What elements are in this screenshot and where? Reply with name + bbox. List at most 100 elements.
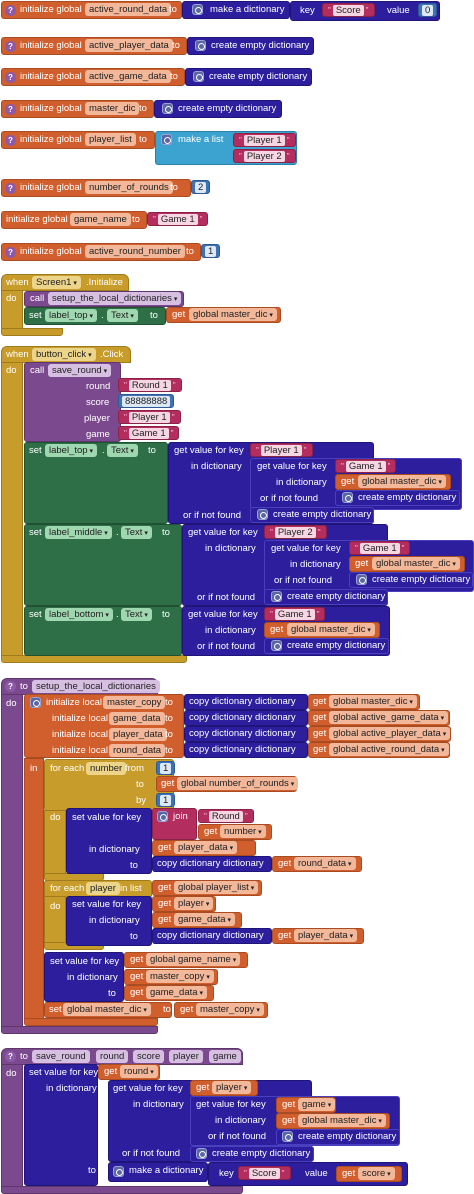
- property-dropdown[interactable]: Text: [121, 526, 152, 539]
- variable-dropdown[interactable]: global active_round_data: [329, 743, 449, 756]
- variable-name-field[interactable]: player_list: [85, 133, 136, 146]
- variable-dropdown[interactable]: player_data: [294, 929, 358, 942]
- variable-dropdown[interactable]: global master_dic: [358, 475, 446, 488]
- variable-dropdown[interactable]: global active_player_data: [329, 727, 451, 740]
- mutator-gear-icon[interactable]: [113, 1166, 124, 1177]
- component-dropdown[interactable]: label_bottom: [45, 608, 113, 621]
- key-text[interactable]: "Game 1": [349, 541, 411, 555]
- mutator-gear-icon[interactable]: [193, 71, 204, 82]
- mutator-gear-icon[interactable]: [282, 1131, 293, 1142]
- variable-dropdown[interactable]: global master_dic: [63, 1003, 151, 1016]
- mutator-gear-icon[interactable]: [271, 640, 282, 651]
- variable-name-field[interactable]: number_of_rounds: [85, 181, 173, 194]
- procedure-dropdown[interactable]: setup_the_local_dictionaries: [48, 292, 182, 305]
- variable-dropdown[interactable]: global player_list: [174, 881, 259, 894]
- property-dropdown[interactable]: Text: [121, 608, 152, 621]
- variable-dropdown[interactable]: master_copy: [146, 970, 214, 983]
- variable-name-field[interactable]: active_game_data: [85, 70, 171, 83]
- procedure-name-field[interactable]: setup_the_local_dictionaries: [32, 680, 160, 693]
- key-text[interactable]: "Score": [238, 1166, 291, 1180]
- comment-icon[interactable]: [5, 1051, 16, 1062]
- mutator-gear-icon[interactable]: [342, 492, 353, 503]
- comment-icon[interactable]: [5, 681, 16, 692]
- local-var-name-field[interactable]: master_copy: [103, 696, 166, 709]
- variable-name-field[interactable]: active_round_number: [85, 245, 185, 258]
- variable-dropdown[interactable]: number: [220, 825, 266, 838]
- variable-name-field[interactable]: master_dic: [85, 102, 140, 115]
- score-arg-number[interactable]: 88888888: [118, 394, 175, 408]
- variable-dropdown[interactable]: round_data: [294, 857, 356, 870]
- param-field[interactable]: player: [169, 1050, 203, 1063]
- game-name-text[interactable]: "Game 1": [147, 212, 209, 226]
- variable-name-field[interactable]: active_player_data: [85, 39, 173, 52]
- local-var-name-field[interactable]: player_data: [109, 728, 167, 741]
- variable-dropdown[interactable]: global master_dic: [189, 308, 277, 321]
- param-field[interactable]: round: [96, 1050, 129, 1063]
- key-text[interactable]: "Game 1": [264, 607, 326, 621]
- mutator-gear-icon[interactable]: [162, 103, 173, 114]
- list-item-text[interactable]: "Player 1": [233, 133, 296, 147]
- mutator-gear-icon[interactable]: [356, 574, 367, 585]
- comment-icon[interactable]: [5, 72, 16, 83]
- variable-dropdown[interactable]: player: [174, 897, 214, 910]
- mutator-gear-icon[interactable]: [257, 509, 268, 520]
- key-text[interactable]: "Player 1": [250, 443, 313, 457]
- mutator-gear-icon[interactable]: [161, 134, 172, 145]
- comment-icon[interactable]: [5, 247, 16, 258]
- component-dropdown[interactable]: label_top: [45, 444, 98, 457]
- component-dropdown[interactable]: Screen1: [32, 276, 81, 289]
- property-dropdown[interactable]: Text: [107, 444, 138, 457]
- variable-dropdown[interactable]: global master_dic: [372, 557, 460, 570]
- procedure-dropdown[interactable]: save_round: [48, 364, 112, 377]
- variable-dropdown[interactable]: game_data: [146, 986, 208, 999]
- loop-var-field[interactable]: number: [86, 762, 127, 775]
- variable-dropdown[interactable]: global master_dic: [298, 1114, 386, 1127]
- loop-var-field[interactable]: player: [86, 882, 120, 895]
- round-arg-text[interactable]: "Round 1": [118, 378, 182, 392]
- mutator-gear-icon[interactable]: [192, 4, 203, 15]
- mutator-gear-icon[interactable]: [30, 697, 41, 708]
- component-dropdown[interactable]: button_click: [32, 348, 96, 361]
- component-dropdown[interactable]: label_middle: [45, 526, 112, 539]
- comment-icon[interactable]: [5, 183, 16, 194]
- round-text[interactable]: "Round": [198, 809, 254, 823]
- key-text[interactable]: "Player 2": [264, 525, 327, 539]
- variable-dropdown[interactable]: global active_game_data: [329, 711, 449, 724]
- variable-dropdown[interactable]: player: [212, 1081, 252, 1094]
- property-dropdown[interactable]: Text: [107, 309, 138, 322]
- mutator-gear-icon[interactable]: [271, 591, 282, 602]
- list-item-text[interactable]: "Player 2": [233, 149, 296, 163]
- param-field[interactable]: score: [133, 1050, 165, 1063]
- component-dropdown[interactable]: label_top: [45, 309, 98, 322]
- variable-dropdown[interactable]: global master_dic: [329, 695, 417, 708]
- variable-dropdown[interactable]: global master_dic: [287, 623, 375, 636]
- param-field[interactable]: game: [209, 1050, 241, 1063]
- mutator-gear-icon[interactable]: [195, 40, 206, 51]
- comment-icon[interactable]: [5, 104, 16, 115]
- variable-dropdown[interactable]: game: [298, 1098, 336, 1111]
- player-arg-text[interactable]: "Player 1": [118, 410, 181, 424]
- variable-dropdown[interactable]: player_data: [174, 841, 238, 854]
- variable-dropdown[interactable]: round: [120, 1065, 158, 1078]
- variable-dropdown[interactable]: global number_of_rounds: [177, 777, 299, 790]
- variable-name-field[interactable]: game_name: [70, 213, 131, 226]
- comment-icon[interactable]: [5, 135, 16, 146]
- variable-dropdown[interactable]: master_copy: [196, 1003, 264, 1016]
- number-value[interactable]: 1: [201, 244, 221, 258]
- by-number[interactable]: 1: [156, 793, 176, 807]
- local-var-name-field[interactable]: game_data: [109, 712, 165, 725]
- local-var-name-field[interactable]: round_data: [109, 744, 166, 757]
- key-text[interactable]: "Game 1": [335, 459, 397, 473]
- variable-dropdown[interactable]: game_data: [174, 913, 236, 926]
- comment-icon[interactable]: [5, 5, 16, 16]
- from-number[interactable]: 1: [156, 761, 176, 775]
- variable-name-field[interactable]: active_round_data: [85, 3, 172, 16]
- variable-dropdown[interactable]: score: [358, 1167, 395, 1180]
- variable-dropdown[interactable]: global game_name: [146, 953, 241, 966]
- game-arg-text[interactable]: "Game 1": [118, 426, 180, 440]
- comment-icon[interactable]: [5, 41, 16, 52]
- key-text[interactable]: "Score": [322, 3, 375, 17]
- number-value[interactable]: 2: [191, 180, 211, 194]
- mutator-gear-icon[interactable]: [157, 811, 168, 822]
- procedure-name-field[interactable]: save_round: [32, 1050, 90, 1063]
